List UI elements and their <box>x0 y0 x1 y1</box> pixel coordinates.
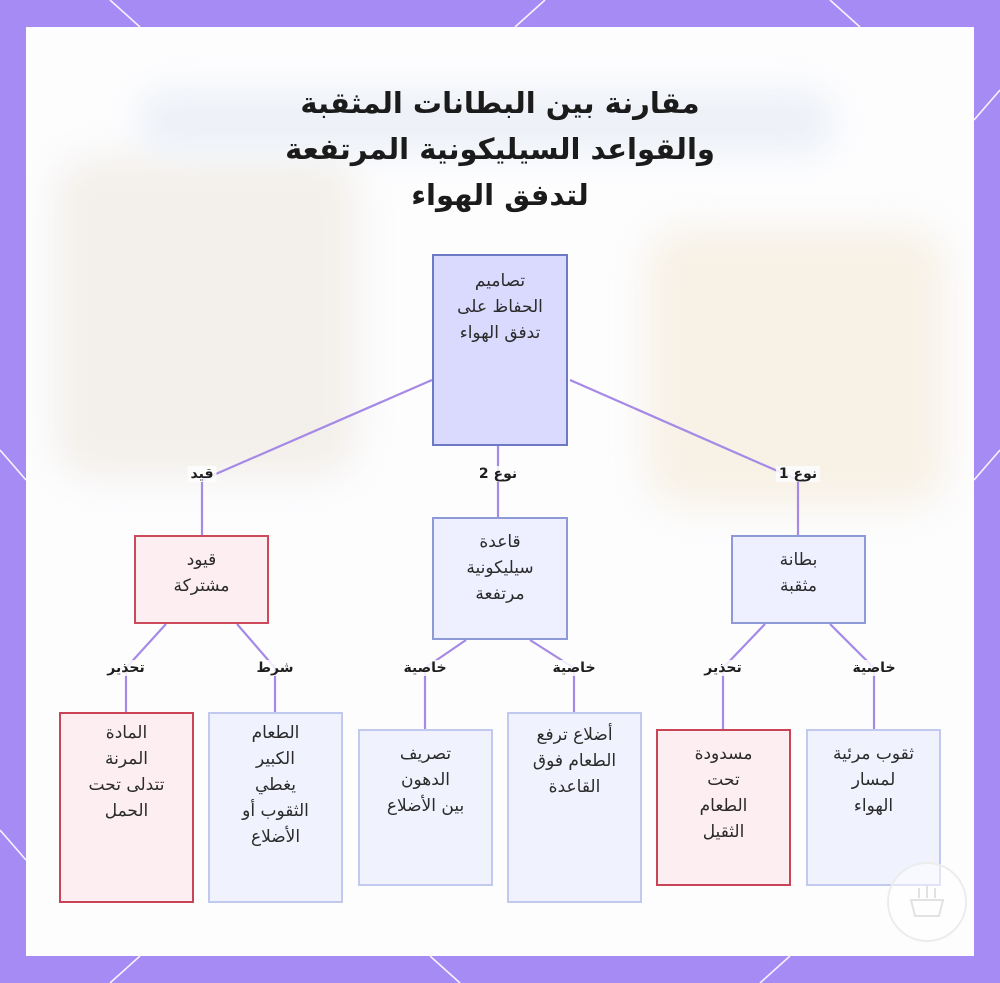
blurred-background-image <box>26 27 974 956</box>
flexible-material-label: المادة المرنة تتدلى تحت الحمل <box>88 723 165 821</box>
large-food-covers-node: الطعام الكبير يغطي الثقوب أو الأضلاع <box>208 712 343 903</box>
edge-label-type1: نوع 1 <box>775 466 821 482</box>
edge-label-limit: قيد <box>187 466 217 482</box>
shared-limits-label: قيود مشتركة <box>173 550 230 596</box>
blocked-heavy-food-label: مسدودة تحت الطعام الثقيل <box>694 744 753 842</box>
edge-label-property-c: خاصية <box>400 660 450 676</box>
page-title: مقارنة بين البطانات المثقبة والقواعد الس… <box>285 86 715 212</box>
edge-label-warning-b: تحذير <box>104 660 148 676</box>
edge-label-property-a: خاصية <box>849 660 899 676</box>
raised-silicone-base-node: قاعدة سيليكونية مرتفعة <box>432 517 568 640</box>
edge-label-property-b: خاصية <box>549 660 599 676</box>
basket-logo-icon <box>887 862 967 942</box>
visible-holes-label: ثقوب مرئية لمسار الهواء <box>833 744 914 816</box>
drain-fat-label: تصريف الدهون بين الأضلاع <box>386 744 465 816</box>
edge-label-type2: نوع 2 <box>475 466 521 482</box>
flexible-material-node: المادة المرنة تتدلى تحت الحمل <box>59 712 194 903</box>
visible-holes-node: ثقوب مرئية لمسار الهواء <box>806 729 941 886</box>
raised-silicone-base-label: قاعدة سيليكونية مرتفعة <box>466 532 534 604</box>
root-node: تصاميم الحفاظ على تدفق الهواء <box>432 254 568 446</box>
edge-label-condition: شرط <box>253 660 297 676</box>
large-food-covers-label: الطعام الكبير يغطي الثقوب أو الأضلاع <box>242 723 309 847</box>
drain-fat-node: تصريف الدهون بين الأضلاع <box>358 729 493 886</box>
perforated-liner-label: بطانة مثقبة <box>779 550 818 596</box>
root-node-label: تصاميم الحفاظ على تدفق الهواء <box>457 271 543 343</box>
ribs-raise-food-label: أضلاع ترفع الطعام فوق القاعدة <box>532 725 617 797</box>
perforated-liner-node: بطانة مثقبة <box>731 535 866 624</box>
ribs-raise-food-node: أضلاع ترفع الطعام فوق القاعدة <box>507 712 642 903</box>
blocked-heavy-food-node: مسدودة تحت الطعام الثقيل <box>656 729 791 886</box>
edge-label-warning-a: تحذير <box>701 660 745 676</box>
shared-limits-node: قيود مشتركة <box>134 535 269 624</box>
